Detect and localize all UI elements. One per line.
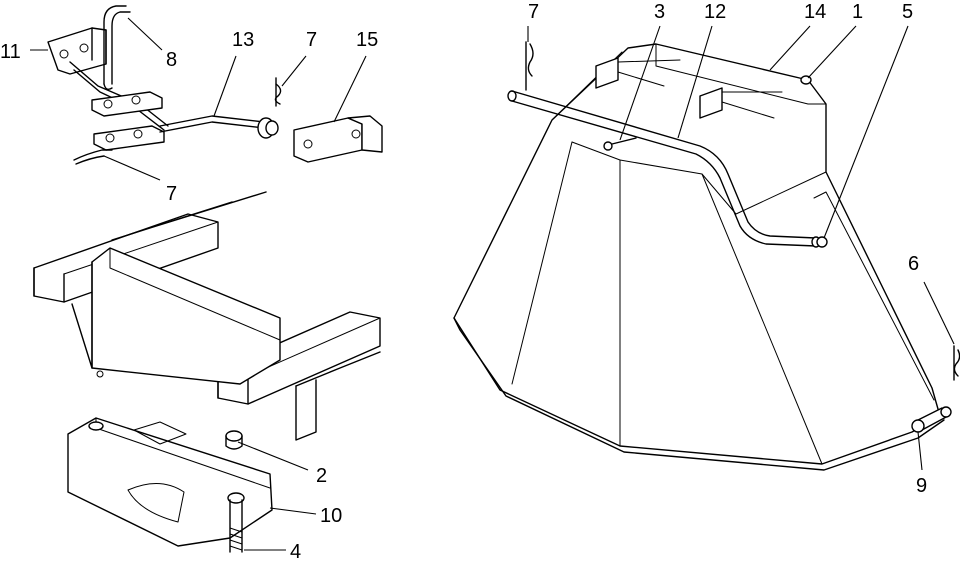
guard-rod-12: [507, 90, 821, 248]
counterweight-lower-10: [67, 417, 273, 547]
nut-5: [816, 236, 828, 248]
callout-5: 5: [902, 1, 913, 23]
hinge-pin-9: [911, 406, 952, 433]
r-clip-6: [953, 345, 960, 381]
r-clip-7b: [73, 149, 113, 165]
r-clip-7a: [274, 77, 282, 107]
callout-9: 9: [916, 475, 927, 497]
callout-4: 4: [290, 541, 301, 561]
mount-bracket-11: [47, 27, 107, 75]
callout-11: 11: [0, 41, 21, 63]
callout-1: 1: [852, 1, 863, 23]
angle-bracket-15: [293, 115, 383, 163]
callout-10: 10: [320, 505, 342, 527]
callout-12: 12: [704, 1, 726, 23]
lower-plate: [93, 125, 165, 151]
callout-13: 13: [232, 29, 254, 51]
callout-7-top-left: 7: [306, 29, 317, 51]
callout-14: 14: [804, 1, 826, 23]
nut-2: [225, 430, 243, 450]
bent-rod-8: [103, 5, 131, 91]
guard-cover-14: [453, 43, 945, 471]
counterweight-upper: [71, 247, 281, 385]
cross-rod-13: [159, 115, 279, 139]
callout-8: 8: [166, 49, 177, 71]
nut-1: [800, 75, 812, 85]
pin-3: [603, 137, 637, 151]
callout-15: 15: [356, 29, 378, 51]
leader-lines: [30, 17, 955, 551]
callout-7-lower-left: 7: [166, 183, 177, 205]
callout-7-right: 7: [528, 1, 539, 23]
bolt-4: [227, 492, 245, 553]
callout-labels: 11 8 13 7 15 7 2 10 4 7 3 12 14 1 5 6 9: [0, 1, 927, 561]
r-clip-7c: [525, 41, 534, 91]
callout-3: 3: [654, 1, 665, 23]
callout-6: 6: [908, 253, 919, 275]
callout-2: 2: [316, 465, 327, 487]
upper-plate: [91, 91, 163, 117]
